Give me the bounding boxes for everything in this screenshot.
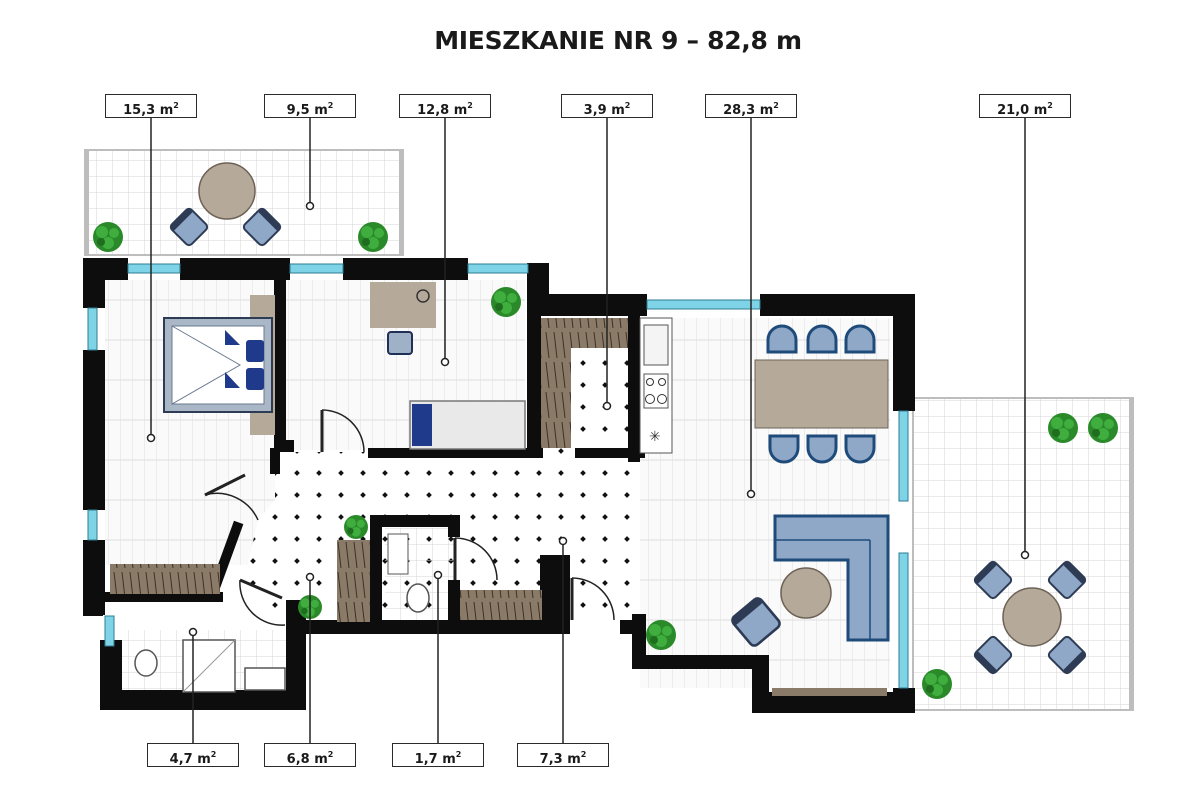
dining-chair [806, 324, 838, 354]
washbasin-icon [387, 533, 409, 575]
area-label-terrace: 21,0 m2 [979, 94, 1071, 118]
area-unit: m [314, 752, 328, 767]
leader-lines [146, 118, 1030, 743]
area-value: 28,3 [723, 103, 756, 118]
pillow [246, 340, 264, 362]
plant-icon [646, 620, 676, 650]
plant-icon [491, 287, 521, 317]
area-unit: m [314, 103, 328, 118]
dining-chair [844, 324, 876, 354]
area-sup: 2 [624, 101, 631, 110]
area-value: 4,7 [169, 752, 193, 767]
area-unit: m [453, 103, 468, 118]
area-unit: m [442, 752, 456, 767]
wc [387, 533, 430, 613]
area-label-wc: 1,7 m2 [392, 743, 484, 767]
wardrobe [110, 564, 220, 594]
doors [204, 409, 615, 626]
sink-icon [643, 324, 669, 366]
area-sup: 2 [327, 101, 334, 110]
area-label-balcony: 9,5 m2 [264, 94, 356, 118]
area-value: 1,7 [414, 752, 438, 767]
bedroom-furniture [110, 295, 275, 594]
area-sup: 2 [1047, 101, 1053, 110]
area-unit: m [1033, 103, 1048, 118]
area-label-bathroom: 4,7 m2 [147, 743, 239, 767]
area-sup: 2 [580, 750, 587, 759]
hall-furniture [298, 515, 542, 622]
hall-cabinet [337, 540, 370, 622]
plant-icon [1088, 413, 1118, 443]
dining-chair [806, 434, 838, 464]
plant-icon [93, 222, 123, 252]
coffee-table [780, 567, 832, 619]
area-unit: m [611, 103, 625, 118]
desk [370, 282, 436, 328]
plant-icon [922, 669, 952, 699]
fridge-icon: ✳ [649, 429, 661, 445]
hall-wardrobe [460, 590, 542, 620]
dining-chair [768, 434, 800, 464]
area-label-bedroom: 15,3 m2 [105, 94, 197, 118]
plant-icon [344, 515, 368, 539]
toilet-icon [134, 649, 158, 677]
dining-chair [844, 434, 876, 464]
tv-cabinet [772, 688, 887, 696]
area-value: 3,9 [583, 103, 607, 118]
area-value: 12,8 [417, 103, 450, 118]
terrace-table [1002, 587, 1062, 647]
pillow [246, 368, 264, 390]
area-label-living: 28,3 m2 [705, 94, 797, 118]
area-label-hall: 6,8 m2 [264, 743, 356, 767]
plant-icon [1048, 413, 1078, 443]
area-label-wardrobe: 3,9 m2 [561, 94, 653, 118]
stove-icon [643, 373, 669, 409]
area-sup: 2 [210, 750, 217, 759]
toilet-icon [406, 583, 430, 613]
area-unit: m [759, 103, 774, 118]
living-room [646, 324, 890, 696]
area-value: 9,5 [286, 103, 310, 118]
area-label-corridor: 7,3 m2 [517, 743, 609, 767]
area-unit: m [197, 752, 211, 767]
kitchen: ✳ [639, 317, 673, 454]
area-value: 21,0 [997, 103, 1030, 118]
area-sup: 2 [327, 750, 334, 759]
area-sup: 2 [773, 101, 779, 110]
dining-chair [766, 324, 798, 354]
area-sup: 2 [467, 101, 473, 110]
plant-icon [358, 222, 388, 252]
area-unit: m [159, 103, 174, 118]
area-value: 6,8 [286, 752, 310, 767]
area-sup: 2 [173, 101, 179, 110]
walls [83, 258, 915, 713]
desk-chair [387, 331, 413, 355]
bathroom [134, 639, 286, 693]
plan-title: MIESZKANIE NR 9 – 82,8 m [434, 26, 802, 55]
lamp-icon [416, 289, 430, 303]
balcony [84, 149, 404, 256]
room-furniture [370, 282, 526, 450]
windows [87, 263, 909, 689]
dining-table [754, 359, 889, 429]
balcony-table [198, 162, 256, 220]
area-sup: 2 [455, 750, 462, 759]
walk-in-wardrobe [541, 318, 628, 448]
area-label-room: 12,8 m2 [399, 94, 491, 118]
area-unit: m [567, 752, 581, 767]
washbasin-icon [244, 667, 286, 691]
area-value: 15,3 [123, 103, 156, 118]
area-value: 7,3 [539, 752, 563, 767]
